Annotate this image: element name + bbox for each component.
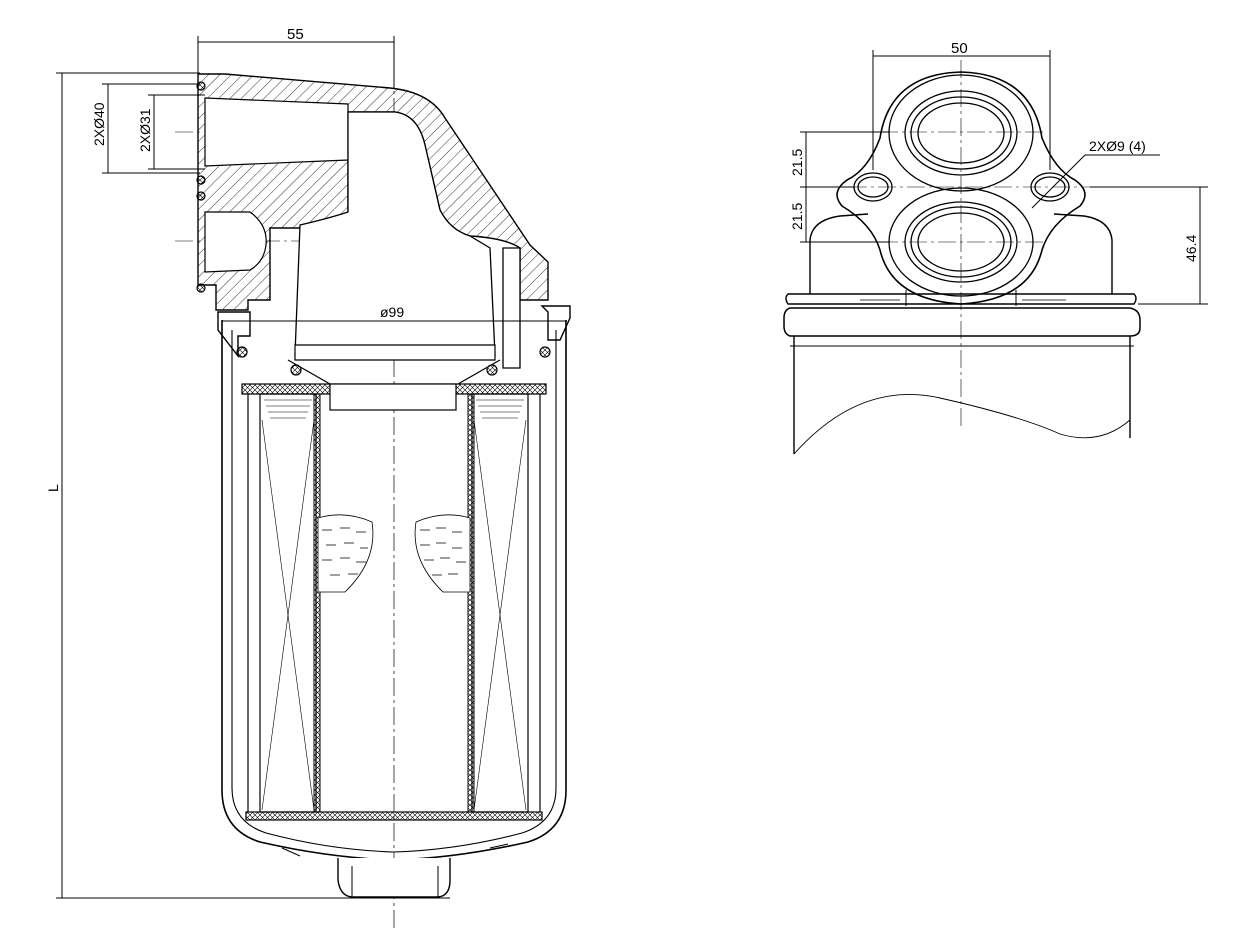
element-top-seal — [329, 383, 457, 411]
perforation-detail-right — [414, 514, 471, 593]
dimension-55 — [197, 36, 395, 88]
o-rings-left — [196, 81, 206, 293]
dimension-46-4 — [1090, 186, 1208, 305]
label-dimension-46-4: 46.4 — [1183, 235, 1199, 262]
head-body — [809, 213, 1113, 294]
dimension-length — [56, 72, 450, 899]
filter-bowl-inner — [231, 330, 557, 853]
bowl-rim-left — [217, 311, 251, 359]
leader-holes — [1031, 154, 1160, 209]
o-ring-bowl-left — [236, 346, 248, 358]
dimension-spacing — [800, 131, 890, 243]
dimension-port-outer — [102, 83, 200, 174]
label-spacing-upper: 21.5 — [789, 149, 805, 176]
bowl-rim-right — [540, 305, 571, 341]
label-dimension-55: 55 — [287, 26, 304, 43]
label-port-outer: 2XØ40 — [91, 102, 107, 146]
center-tube-right — [467, 393, 475, 813]
label-holes: 2XØ9 (4) — [1089, 138, 1146, 154]
filter-media-right — [471, 393, 529, 813]
core-neck — [294, 344, 496, 361]
section-view: 55 2XØ40 2XØ31 ø99 L — [45, 26, 571, 928]
bowl-top — [783, 307, 1141, 337]
element-bottom-cap — [245, 811, 543, 821]
dimension-50 — [872, 50, 1051, 170]
top-view: 50 21.5 21.5 46.4 2XØ9 (4) — [783, 40, 1208, 455]
port-upper-bore — [204, 97, 349, 167]
o-ring-bowl-right — [539, 346, 551, 358]
port-upper — [888, 74, 1034, 192]
label-length: L — [45, 484, 61, 492]
label-port-inner: 2XØ31 — [137, 108, 153, 152]
perforation-detail-left — [317, 514, 374, 593]
dimension-port-inner — [148, 94, 205, 170]
port-lower-bore — [204, 211, 267, 273]
label-diameter: ø99 — [380, 304, 404, 320]
filter-media-left — [259, 393, 317, 813]
pleat-pattern — [261, 399, 527, 811]
drain-boss — [337, 858, 451, 898]
head-right-wall — [502, 247, 521, 369]
head-base — [785, 293, 1137, 305]
label-dimension-50: 50 — [951, 40, 968, 57]
inner-chamber — [294, 111, 496, 356]
center-tube-left — [313, 393, 321, 813]
break-line — [793, 394, 1131, 455]
label-spacing-lower: 21.5 — [789, 203, 805, 230]
port-flange — [836, 71, 1086, 305]
